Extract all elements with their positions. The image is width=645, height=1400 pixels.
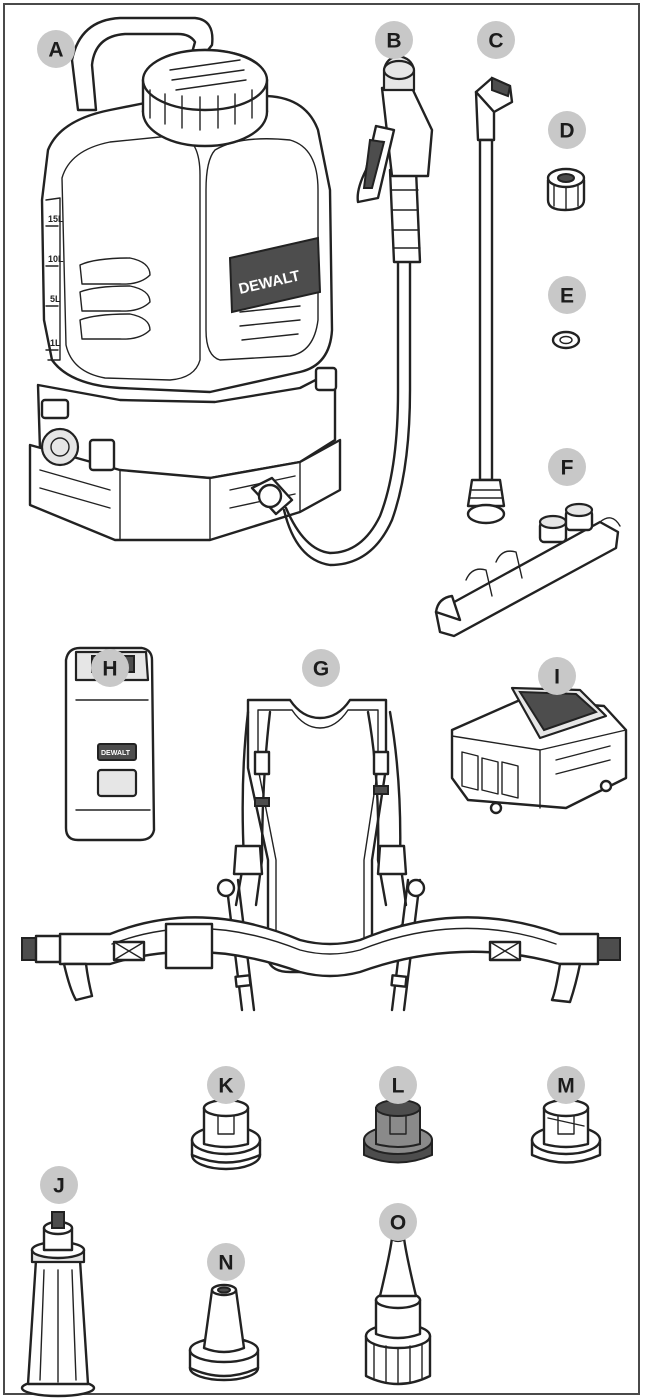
svg-text:C: C (488, 30, 503, 53)
badge-o: O (379, 1203, 417, 1241)
part-a-tank-drawing: DEWALT 15L 10L 5L 1L (28, 16, 342, 542)
badge-h: H (91, 649, 129, 687)
svg-text:B: B (386, 30, 401, 53)
tank-graduation-15l: 15L (48, 214, 64, 224)
diagram-frame (3, 3, 640, 1395)
part-k-nozzle-drawing (190, 1098, 262, 1171)
svg-text:O: O (390, 1212, 406, 1235)
svg-text:A: A (48, 39, 63, 62)
part-o-nozzle-drawing (364, 1233, 432, 1386)
badge-c: C (477, 21, 515, 59)
badge-b: B (375, 21, 413, 59)
part-e-o-ring-drawing (551, 330, 581, 350)
badge-m: M (547, 1066, 585, 1104)
part-m-nozzle-drawing (530, 1098, 602, 1164)
badge-k: K (207, 1066, 245, 1104)
svg-text:F: F (561, 457, 574, 480)
svg-text:G: G (313, 658, 329, 681)
part-n-nozzle-drawing (188, 1283, 260, 1382)
part-d-nozzle-cap-drawing (546, 167, 586, 212)
part-f-wand-holder-drawing (434, 502, 621, 638)
part-l-nozzle-drawing (363, 1099, 433, 1164)
tank-graduation-10l: 10L (48, 254, 64, 264)
part-i-charger-drawing (450, 686, 628, 815)
tank-graduation-1l: 1L (50, 338, 61, 348)
badge-j: J (40, 1166, 78, 1204)
badge-a: A (37, 30, 75, 68)
badge-e: E (548, 276, 586, 314)
svg-text:K: K (218, 1075, 233, 1098)
badge-d: D (548, 111, 586, 149)
svg-text:I: I (554, 666, 560, 689)
svg-text:J: J (53, 1175, 65, 1198)
badge-g: G (302, 649, 340, 687)
battery-brand-label: DEWALT (101, 750, 131, 757)
part-j-filter-drawing (20, 1211, 96, 1398)
tank-graduation-5l: 5L (50, 294, 61, 304)
svg-text:E: E (560, 285, 574, 308)
svg-text:N: N (218, 1252, 233, 1275)
badge-i: I (538, 657, 576, 695)
svg-text:L: L (392, 1075, 405, 1098)
part-c-extension-wand-drawing (466, 76, 514, 525)
svg-text:M: M (557, 1075, 575, 1098)
svg-text:D: D (559, 120, 574, 143)
badge-f: F (548, 448, 586, 486)
badge-l: L (379, 1066, 417, 1104)
badge-n: N (207, 1243, 245, 1281)
part-b-spray-handle-drawing (282, 54, 434, 567)
part-g-harness-drawing (21, 698, 621, 1012)
svg-text:H: H (102, 658, 117, 681)
